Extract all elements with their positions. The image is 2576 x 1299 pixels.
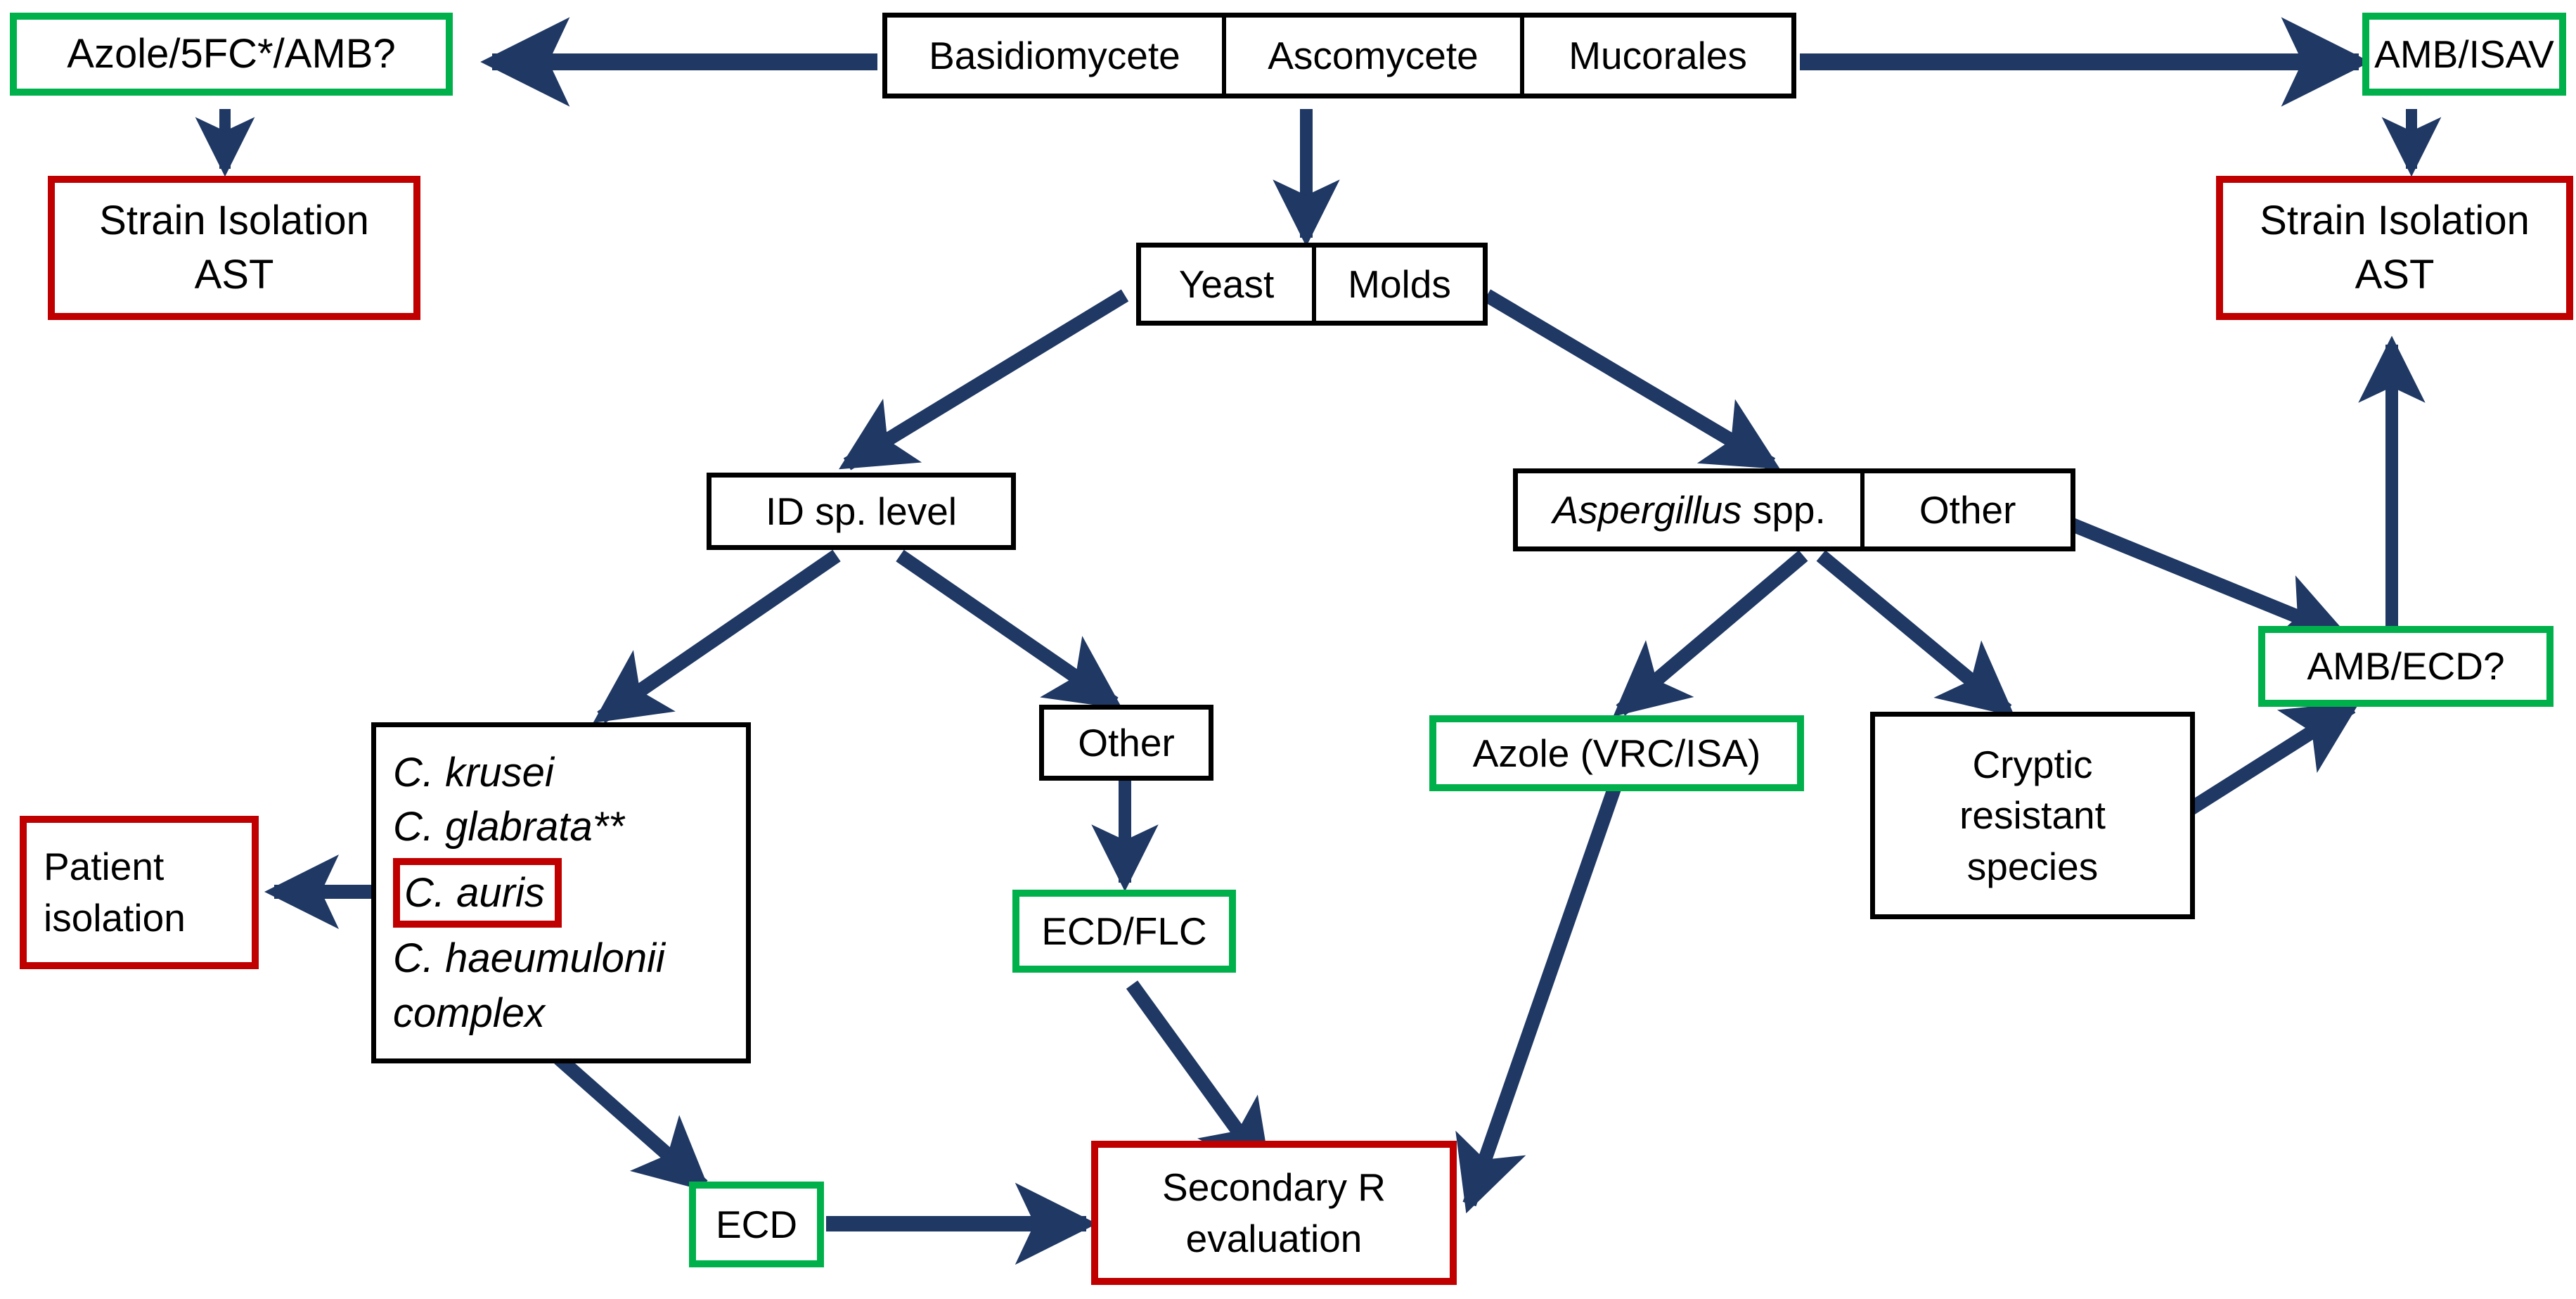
node-strain-isolation-right[interactable]: Strain Isolation AST xyxy=(2216,176,2573,320)
species-c-krusei[interactable]: C. krusei xyxy=(393,750,554,796)
node-amb-ecd-label: AMB/ECD? xyxy=(2307,644,2505,689)
cell-mold-other[interactable]: Other xyxy=(1860,473,2071,546)
cell-mucorales-label: Mucorales xyxy=(1569,34,1747,77)
edge-idsplevel-to-other xyxy=(896,549,1123,710)
node-strain-isolation-left-line1: Strain Isolation xyxy=(99,197,369,243)
node-yeast-molds-split: Yeast Molds xyxy=(1136,243,1488,326)
node-strain-isolation-left-line2: AST xyxy=(194,251,274,297)
cell-aspergillus-spp-label: Aspergillus spp. xyxy=(1553,487,1826,532)
cell-basidiomycete-label: Basidiomycete xyxy=(929,34,1180,77)
cell-molds-label: Molds xyxy=(1348,262,1451,306)
node-other-yeast[interactable]: Other xyxy=(1039,705,1213,781)
aspergillus-spp-suffix: spp. xyxy=(1741,488,1826,532)
species-complex[interactable]: complex xyxy=(393,990,545,1036)
node-cryptic-line1: Cryptic xyxy=(1972,742,2093,786)
edge-cryptic-to-ambecd xyxy=(2175,700,2360,822)
node-strain-isolation-left[interactable]: Strain Isolation AST xyxy=(48,176,420,320)
cell-basidiomycete[interactable]: Basidiomycete xyxy=(887,18,1222,94)
node-cryptic-resistant-species[interactable]: Cryptic resistant species xyxy=(1870,712,2195,919)
node-ecd-flc-label: ECD/FLC xyxy=(1041,909,1207,953)
cell-ascomycete-label: Ascomycete xyxy=(1268,34,1479,77)
node-other-yeast-label: Other xyxy=(1078,720,1175,764)
edge-aspergillus-to-azolevrcisa xyxy=(1613,550,1808,717)
node-strain-isolation-right-line1: Strain Isolation xyxy=(2260,197,2530,243)
node-amb-isav-label: AMB/ISAV xyxy=(2374,32,2554,76)
species-c-haeumulonii[interactable]: C. haeumulonii xyxy=(393,935,665,982)
node-phylum-split: Basidiomycete Ascomycete Mucorales xyxy=(882,13,1796,98)
node-id-sp-level[interactable]: ID sp. level xyxy=(707,473,1016,550)
node-patient-isolation[interactable]: Patient isolation xyxy=(20,816,259,969)
node-cryptic-line3: species xyxy=(1966,844,2099,888)
cell-ascomycete[interactable]: Ascomycete xyxy=(1221,18,1520,94)
edge-aspergillus-to-cryptic xyxy=(1816,550,2015,717)
node-ecd-label: ECD xyxy=(715,1202,798,1246)
node-secondary-r-line2: evaluation xyxy=(1185,1216,1363,1260)
node-aspergillus-split: Aspergillus spp. Other xyxy=(1513,468,2075,551)
edge-candida-to-ecd xyxy=(554,1053,711,1193)
cell-aspergillus-spp[interactable]: Aspergillus spp. xyxy=(1518,473,1860,546)
node-azole-vrc-isa-label: Azole (VRC/ISA) xyxy=(1472,731,1761,775)
cell-mucorales[interactable]: Mucorales xyxy=(1520,18,1791,94)
species-c-auris[interactable]: C. auris xyxy=(393,857,562,928)
edge-molds-to-aspergillus xyxy=(1483,289,1781,471)
species-c-glabrata[interactable]: C. glabrata** xyxy=(393,804,624,850)
cell-mold-other-label: Other xyxy=(1919,488,2016,532)
node-amb-ecd[interactable]: AMB/ECD? xyxy=(2258,626,2554,707)
aspergillus-genus: Aspergillus xyxy=(1552,488,1742,532)
node-cryptic-line2: resistant xyxy=(1959,793,2106,838)
edge-idsplevel-to-candida xyxy=(593,549,841,724)
edge-yeast-to-idsplevel xyxy=(839,289,1129,471)
edge-moldother-to-ambecd xyxy=(2068,517,2350,645)
node-candida-species-list: C. krusei C. glabrata** C. auris C. haeu… xyxy=(371,722,751,1063)
node-patient-isolation-line2: isolation xyxy=(44,896,186,940)
node-azole-5fc-amb[interactable]: Azole/5FC*/AMB? xyxy=(10,13,453,96)
node-ecd[interactable]: ECD xyxy=(689,1182,824,1267)
node-secondary-r-line1: Secondary R xyxy=(1162,1165,1386,1209)
cell-yeast-label: Yeast xyxy=(1178,262,1275,306)
node-patient-isolation-line1: Patient xyxy=(44,845,165,889)
cell-yeast[interactable]: Yeast xyxy=(1141,248,1312,321)
cell-molds[interactable]: Molds xyxy=(1312,248,1483,321)
node-id-sp-level-label: ID sp. level xyxy=(765,489,958,533)
node-secondary-r-evaluation[interactable]: Secondary R evaluation xyxy=(1091,1141,1457,1285)
edge-azolevrcisa-to-secondaryr xyxy=(1455,778,1624,1214)
node-azole-vrc-isa[interactable]: Azole (VRC/ISA) xyxy=(1429,715,1804,791)
node-amb-isav[interactable]: AMB/ISAV xyxy=(2362,13,2566,96)
node-strain-isolation-right-line2: AST xyxy=(2355,251,2435,297)
node-azole-5fc-amb-label: Azole/5FC*/AMB? xyxy=(67,30,396,77)
node-ecd-flc[interactable]: ECD/FLC xyxy=(1012,890,1236,973)
